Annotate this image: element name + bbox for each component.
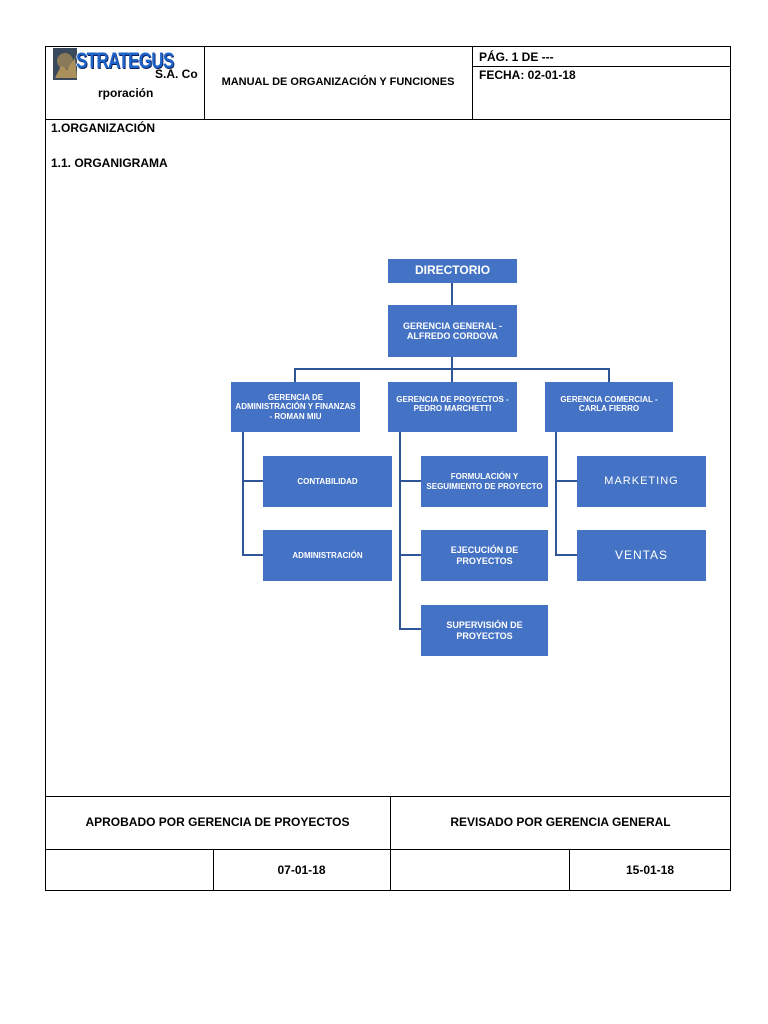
org-box-marketing: MARKETING (577, 456, 706, 507)
org-box-supervision: SUPERVISIÓN DE PROYECTOS (421, 605, 548, 656)
page-number: PÁG. 1 DE --- (479, 50, 554, 64)
document-title: MANUAL DE ORGANIZACIÓN Y FUNCIONES (221, 76, 455, 88)
section-heading: 1.ORGANIZACIÓN (51, 121, 156, 135)
org-box-ventas: VENTAS (577, 530, 706, 581)
header-row-divider (472, 66, 731, 67)
header-col-divider-1 (204, 46, 205, 119)
document-date: FECHA: 02-01-18 (479, 68, 576, 82)
header-col-divider-2 (472, 46, 473, 119)
footer-center-divider (390, 796, 391, 891)
reviewed-date: 15-01-18 (625, 863, 675, 877)
org-box-gerencia-comercial: GERENCIA COMERCIAL - CARLA FIERRO (545, 382, 673, 432)
footer-mid-divider (45, 849, 731, 850)
header-divider (45, 119, 731, 120)
footer-top-divider (45, 796, 731, 797)
org-box-gerencia-administracion: GERENCIA DE ADMINISTRACIÓN Y FINANZAS - … (231, 382, 360, 432)
org-box-gerencia-general: GERENCIA GENERAL - ALFREDO CORDOVA (388, 305, 517, 357)
org-box-gerencia-proyectos: GERENCIA DE PROYECTOS - PEDRO MARCHETTI (388, 382, 517, 432)
org-box-directorio: DIRECTORIO (388, 259, 517, 283)
org-box-contabilidad: CONTABILIDAD (263, 456, 392, 507)
logo-wordmark: STRATEGUS (76, 48, 174, 73)
footer-col-divider-right (569, 849, 570, 891)
section-subheading: 1.1. ORGANIGRAMA (51, 156, 168, 170)
approved-date: 07-01-18 (277, 863, 326, 877)
org-box-ejecucion: EJECUCIÓN DE PROYECTOS (421, 530, 548, 581)
approved-by-label: APROBADO POR GERENCIA DE PROYECTOS (85, 815, 350, 829)
company-suffix: S.A. Co (155, 67, 198, 81)
company-suffix-line2: rporación (98, 86, 154, 100)
company-logo (53, 48, 77, 80)
org-box-formulacion: FORMULACIÓN Y SEGUIMIENTO DE PROYECTO (421, 456, 548, 507)
org-box-administracion: ADMINISTRACIÓN (263, 530, 392, 581)
reviewed-by-label: REVISADO POR GERENCIA GENERAL (450, 815, 671, 829)
footer-col-divider-left (213, 849, 214, 891)
document-frame (45, 46, 731, 891)
